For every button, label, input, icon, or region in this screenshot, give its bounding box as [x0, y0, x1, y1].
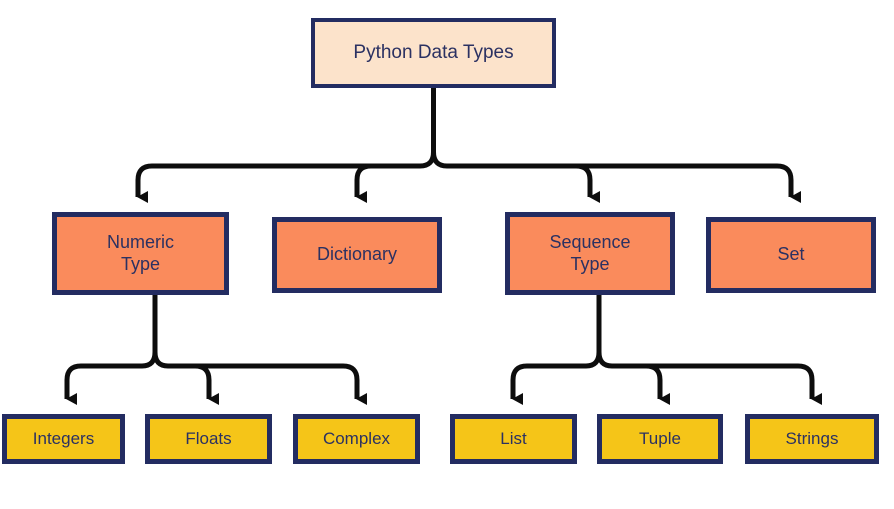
- node-label: Dictionary: [316, 244, 398, 265]
- node-label: Numeric Type: [106, 232, 174, 274]
- edge-numeric-stem-left: [141, 351, 158, 369]
- node-label: Integers: [32, 428, 95, 448]
- node-label: Set: [777, 244, 805, 265]
- node-label: Complex: [322, 428, 391, 448]
- edge-sequence-to-strings: [612, 363, 822, 405]
- node-numeric-type[interactable]: Numeric Type: [52, 212, 229, 295]
- edge-root-to-sequence: [447, 163, 600, 203]
- edge-root-stem-left: [419, 151, 436, 169]
- edge-root-to-numeric: [135, 163, 420, 203]
- node-integers[interactable]: Integers: [2, 414, 125, 464]
- node-list[interactable]: List: [450, 414, 577, 464]
- node-floats[interactable]: Floats: [145, 414, 272, 464]
- edge-numeric-stem: [152, 295, 169, 369]
- node-tuple[interactable]: Tuple: [597, 414, 723, 464]
- node-label: Sequence Type: [549, 232, 631, 274]
- node-set[interactable]: Set: [706, 217, 876, 293]
- edge-numeric-to-complex: [168, 363, 367, 405]
- node-dictionary[interactable]: Dictionary: [272, 217, 442, 293]
- edge-numeric-to-floats: [168, 363, 219, 405]
- edge-sequence-stem: [596, 295, 613, 369]
- node-label: Tuple: [639, 428, 681, 448]
- node-sequence-type[interactable]: Sequence Type: [505, 212, 675, 295]
- node-label: List: [500, 428, 527, 448]
- node-label: Python Data Types: [353, 41, 514, 63]
- edge-root-stem: [431, 88, 448, 169]
- edge-sequence-to-list: [510, 363, 586, 405]
- edge-root-to-set: [447, 163, 801, 203]
- node-label: Strings: [785, 428, 839, 448]
- edge-numeric-to-integers: [64, 363, 142, 405]
- node-python-data-types[interactable]: Python Data Types: [311, 18, 556, 88]
- edge-sequence-to-tuple: [612, 363, 670, 405]
- edge-sequence-stem-left: [585, 351, 602, 369]
- node-label: Floats: [185, 428, 232, 448]
- edge-root-to-dictionary: [354, 163, 420, 203]
- node-complex[interactable]: Complex: [293, 414, 420, 464]
- node-strings[interactable]: Strings: [745, 414, 879, 464]
